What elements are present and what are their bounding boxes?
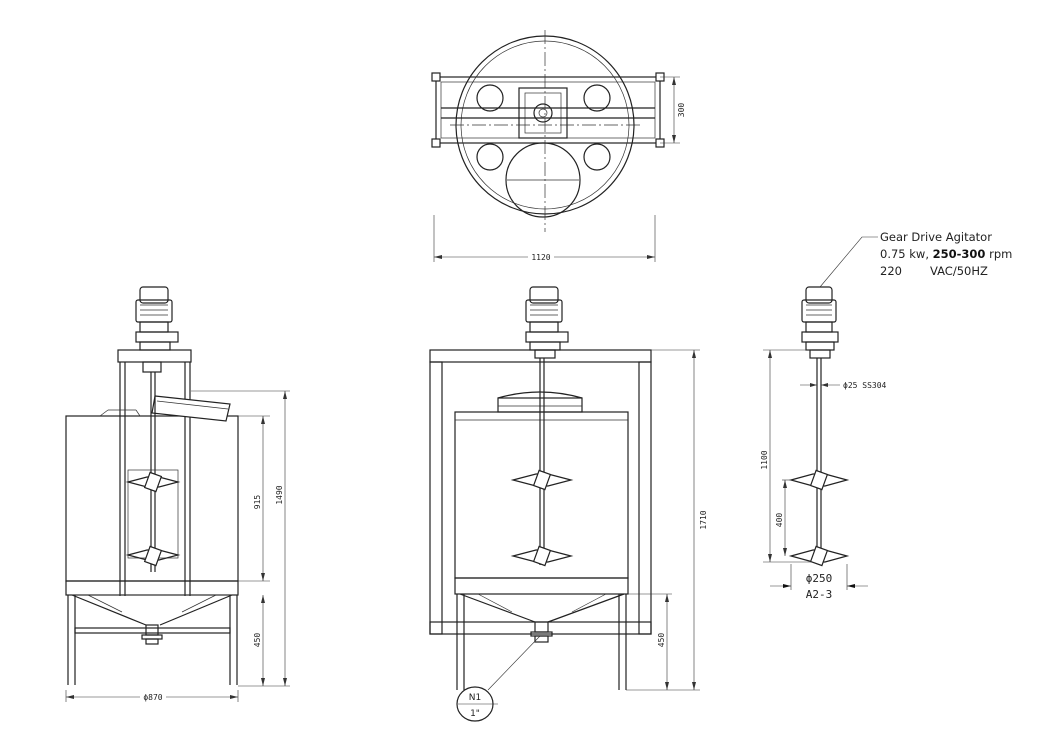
- left-view: ϕ870 915 1490 450: [65, 286, 290, 702]
- nozzle-id: N1: [469, 693, 481, 703]
- dim-left-leg-height: 450: [253, 633, 262, 648]
- agitator-motor: [805, 286, 833, 304]
- dim-agitator-impeller-spacing: 400: [775, 513, 784, 528]
- agitator-power-line: 0.75 kw, 250-300 rpm: [880, 247, 1012, 261]
- motor-mount: [518, 87, 568, 139]
- left-tilted-lid: [151, 395, 231, 422]
- top-view: 1120 300: [431, 30, 686, 262]
- dim-center-total-height: 1710: [699, 510, 708, 529]
- left-motor-cap: [139, 286, 169, 304]
- dim-agitator-shaft-length: 1100: [760, 450, 769, 469]
- agitator-title: Gear Drive Agitator: [880, 230, 992, 244]
- agitator-supply: VAC/50HZ: [930, 264, 988, 278]
- agitator-shaft-spec: ϕ25 SS304: [843, 381, 887, 390]
- agitator-speed-unit: rpm: [985, 247, 1012, 261]
- agitator-power: 0.75 kw,: [880, 247, 933, 261]
- center-view: 1710 450 N1 1": [429, 286, 708, 722]
- dim-center-leg-height: 450: [657, 633, 666, 648]
- agitator-voltage: 220: [880, 264, 902, 278]
- nozzle-size: 1": [470, 709, 480, 719]
- agitator-view: ϕ25 SS304 1100 400 ϕ250 A2-3 Gear Drive …: [760, 230, 1012, 601]
- agitator-speed: 250-300: [933, 247, 986, 261]
- dim-left-tank-height: 915: [253, 495, 262, 510]
- dim-top-depth: 300: [677, 103, 686, 118]
- dim-top-width: 1120: [531, 253, 550, 262]
- dim-left-total-height: 1490: [275, 485, 284, 504]
- dim-left-diameter: ϕ870: [143, 693, 162, 702]
- nozzle-bubble: [456, 686, 494, 722]
- manhole-circle: [505, 142, 581, 218]
- left-top-plate: [117, 349, 192, 363]
- agitator-impeller-model: A2-3: [806, 588, 833, 601]
- agitator-impeller-diameter: ϕ250: [806, 572, 833, 585]
